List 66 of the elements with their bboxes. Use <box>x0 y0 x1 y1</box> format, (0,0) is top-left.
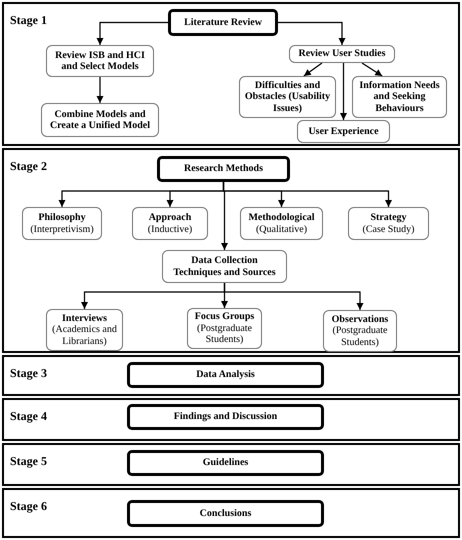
stage-heading: Stage 2 <box>10 160 47 172</box>
arrow <box>96 22 168 45</box>
process-box <box>41 103 159 137</box>
stage-heading: Stage 4 <box>10 410 47 422</box>
box-title: Literature Review <box>184 16 262 28</box>
box-subtitle: (Postgraduate Students) <box>196 322 253 346</box>
stage-box <box>157 156 290 182</box>
stage-panel <box>2 148 460 353</box>
stage-heading: Stage 6 <box>10 500 47 512</box>
process-box <box>22 207 102 240</box>
box-subtitle: (Interpretivism) <box>30 224 94 235</box>
process-box <box>162 250 287 283</box>
process-box <box>297 120 390 143</box>
box-title: Approach <box>148 212 192 224</box>
arrow <box>96 77 104 103</box>
stage-box <box>127 500 324 527</box>
stage-panel <box>2 398 460 441</box>
box-title: User Experience <box>308 126 379 138</box>
arrow <box>304 62 322 76</box>
stage-heading: Stage 1 <box>10 14 47 26</box>
box-subtitle: (Qualitative) <box>256 224 308 235</box>
arrow <box>362 62 383 76</box>
arrow <box>340 63 347 120</box>
box-title: Methodological <box>248 212 315 224</box>
stage-panel <box>2 355 460 396</box>
box-title: Information Needs and Seeking Behaviours <box>358 80 441 114</box>
box-title: Difficulties and Obstacles (Usability Issues) <box>244 80 331 114</box>
process-box <box>323 310 397 352</box>
stage-panel <box>2 443 460 486</box>
process-box <box>352 76 447 118</box>
stage-panel <box>2 488 460 538</box>
stage-heading: Stage 3 <box>10 367 47 379</box>
stage-box <box>127 404 324 430</box>
process-box <box>46 45 154 77</box>
box-title: Review User Studies <box>298 48 386 60</box>
box-title: Strategy <box>370 212 407 224</box>
arrow <box>221 182 228 250</box>
stage-box <box>127 362 324 388</box>
box-title: Combine Models and Create a Unified Model <box>48 108 152 132</box>
arrow <box>224 283 364 310</box>
box-title: Data Analysis <box>196 369 255 381</box>
box-title: Data Collection Techniques and Sources <box>172 255 277 278</box>
box-subtitle: (Inductive) <box>148 224 192 235</box>
box-title: Review ISB and HCI and Select Models <box>54 50 146 72</box>
process-box <box>240 207 323 240</box>
stage-box <box>127 450 324 476</box>
stage-box <box>168 9 278 36</box>
box-title: Interviews <box>62 312 107 324</box>
box-title: Focus Groups <box>194 311 254 323</box>
box-subtitle: (Postgraduate Students) <box>332 325 388 348</box>
box-subtitle: (Academics and Librarians) <box>51 324 118 348</box>
box-title: Findings and Discussion <box>174 411 278 423</box>
box-title: Conclusions <box>200 508 252 520</box>
arrow <box>278 22 346 45</box>
process-box <box>289 45 395 63</box>
box-title: Research Methods <box>184 163 263 175</box>
box-title: Guidelines <box>202 457 248 469</box>
process-box <box>132 207 208 240</box>
process-box <box>348 207 429 240</box>
process-box <box>46 309 123 351</box>
stage-panel <box>2 2 460 146</box>
box-title: Observations <box>332 314 388 326</box>
box-title: Philosophy <box>38 212 86 224</box>
box-subtitle: (Case Study) <box>362 224 414 235</box>
stage-heading: Stage 5 <box>10 455 47 467</box>
process-box <box>187 308 262 349</box>
